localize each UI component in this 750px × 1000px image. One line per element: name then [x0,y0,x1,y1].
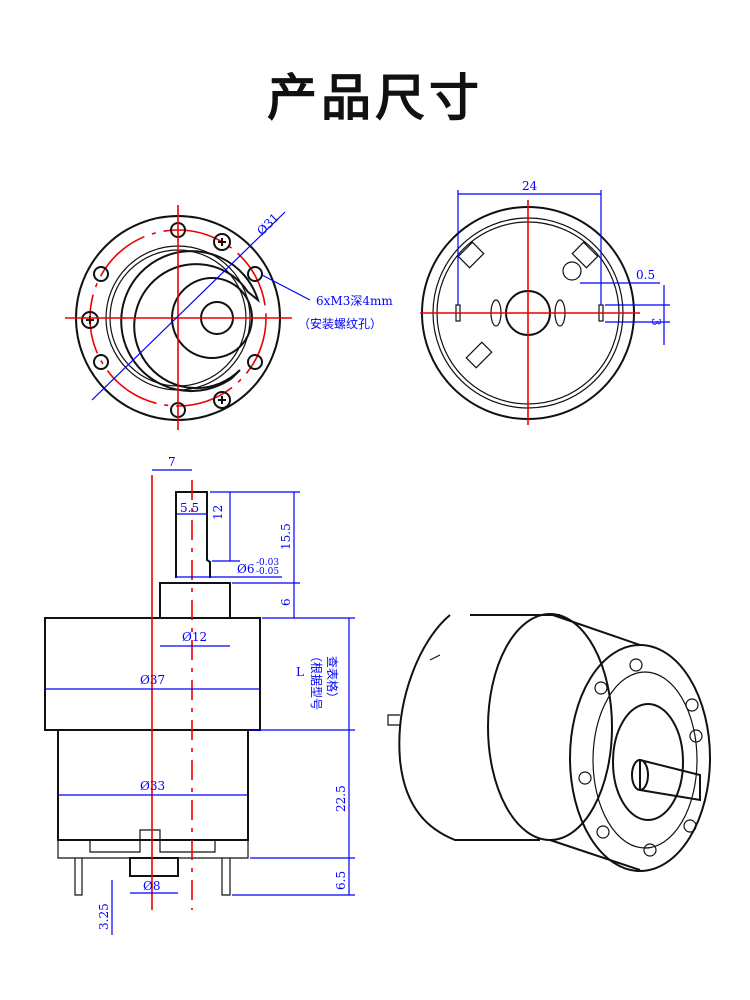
dim-flat-length: 12 [211,505,225,520]
front-view: Ø31 6xM3深4mm （安装螺纹孔） [65,205,393,430]
dim-length: L [296,665,304,679]
page-title: 产品尺寸 [267,69,483,127]
tol-upper: -0.03 [256,558,279,568]
side-view: 7 5.5 12 15.5 6 Ø6 -0.03 -0.05 Ø12 Ø37 L… [44,455,355,935]
dim-boss-dia: Ø12 [182,630,207,644]
hole-spec-label: 6xM3深4mm [316,294,393,308]
isometric-view [387,613,711,872]
dim-flange-dia: Ø31 [254,210,282,238]
length-note-1: （根据型号 [309,650,323,710]
dim-shaft-length: 15.5 [279,523,293,550]
dim-boss-height: 6 [279,598,293,606]
dim-shaft-dia: Ø6 [237,562,254,576]
dim-rear-slot: 3 [649,318,663,326]
dim-motor-dia: Ø33 [140,779,165,793]
dim-gear-dia: Ø37 [140,673,165,687]
dim-motor-length: 22.5 [334,785,348,812]
dim-offset: 7 [168,455,176,469]
dim-flat: 5.5 [180,501,199,515]
dim-rear-boss-dia: Ø8 [143,879,160,893]
tol-lower: -0.05 [256,567,279,577]
dim-terminal: 3.25 [97,903,111,930]
dim-rear-width: 24 [522,179,538,193]
dim-rear-gap: 0.5 [636,268,655,282]
dim-rear-length: 6.5 [334,871,348,890]
hole-note-label: （安装螺纹孔） [298,316,382,331]
rear-view: 24 0.5 3 [420,179,670,425]
length-note-2: 查表格） [325,656,340,704]
